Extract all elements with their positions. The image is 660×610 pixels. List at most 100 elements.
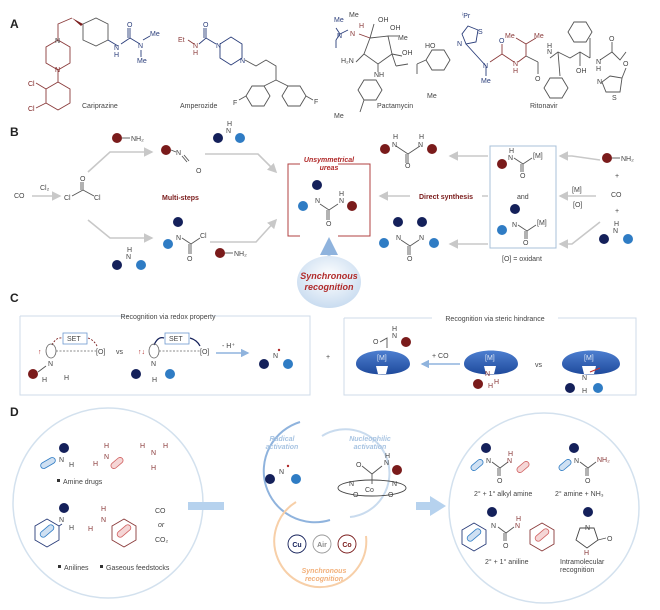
amine-drug-2 [110,457,124,469]
atom-n: N [176,235,181,242]
nh2-label: NH₂ [131,136,144,143]
reagent-ball-dark [599,234,609,244]
atom-o: O [388,492,394,499]
radical-ball-light [283,359,293,369]
atom-n: N [597,79,602,86]
atom-h2n: H₂N [341,58,354,65]
atom-h: H [547,43,552,50]
metal-label: [M] [377,355,387,362]
atom-n: N [483,63,488,70]
plus-label: + [615,173,619,180]
atom-h: H [163,443,168,450]
atom-h: H [88,526,93,533]
plus-label: + [326,354,330,361]
atom-n: N [226,128,231,135]
nh2-label: NH₂ [234,251,247,258]
carbamoyl-ball-light [163,239,173,249]
atom-n: N [59,517,64,524]
atom-me: Me [349,12,359,19]
atom-me: Me [481,78,491,85]
atom-cl: Cl [28,81,35,88]
atom-n: N [512,222,517,229]
atom-o: O [623,61,629,68]
atom-o: O [373,339,379,346]
amine-drugs-label: Amine drugs [63,479,103,486]
atom-h: H [419,134,424,141]
atom-o: O [523,240,529,247]
arrow-carbamoyl-to-urea [210,218,278,243]
steric-box [343,317,637,396]
primary-amine-ball [112,133,122,143]
drug-name-amperozide: Amperozide [180,103,217,110]
atom-n: N [48,361,53,368]
bullet-icon [100,565,103,568]
direct-synthesis-bg [410,191,482,201]
bullet-icon [58,565,61,568]
atom-o: O [535,76,541,83]
atom-s: S [612,95,617,102]
atom-n: N [457,41,462,48]
co-label: CO [155,508,166,515]
atom-h: H [596,66,601,73]
atom-o: O [187,256,193,263]
atom-n: N [508,155,513,162]
atom-o: O [326,221,332,228]
atom-n: N [491,523,496,530]
atom-ipr: ⁱPr [462,12,471,20]
vs-label: vs [535,362,543,369]
plus-label: + [615,208,619,215]
cu-cycle [287,534,307,554]
symmetric-secondary-urea [379,217,439,255]
amine-ball-dark [131,369,141,379]
atom-h: H [509,148,514,155]
lone-pair-orbital [45,343,57,359]
products-circle [448,412,640,604]
atom-n: N [596,59,601,66]
bullet-icon [57,479,60,482]
atom-h: H [42,377,47,384]
atom-n: N [55,67,60,74]
atom-ho: HO [425,43,436,50]
set-box [164,332,190,345]
symmetric-primary-urea [380,144,437,163]
atom-n: N [126,254,131,261]
arrow-center-to-right [430,496,446,516]
urea-box-left [287,163,300,237]
amine-drug-1 [40,443,69,469]
drug-name-pactamycin: Pactamycin [377,103,413,110]
atom-n: N [151,450,156,457]
amine-ball [28,369,38,379]
atom-o: O [497,478,503,485]
atom-n: N [515,523,520,530]
plus-co-label: + CO [432,353,449,360]
atom-o: O [407,256,413,263]
atom-n: N [240,58,245,65]
panel-label-b: B [10,125,19,139]
atom-h: H [152,377,157,384]
set-label: SET [67,336,81,343]
atom-n: N [613,228,618,235]
air-label: Air [317,542,327,549]
atom-me: Me [150,31,160,38]
single-electron-icon: ↑ [38,349,42,356]
reagent-ball-light [623,234,633,244]
atom-o: O [127,22,133,29]
oxidant-note: [O] = oxidant [502,256,542,263]
oxidant-label: [O] [200,349,209,356]
co2-label: CO₂ [155,537,169,544]
atom-h: H [494,379,499,386]
atom-h: H [339,191,344,198]
set-box [62,332,88,345]
atom-cl: Cl [200,233,207,240]
secondary-amine-ball-dark [213,133,223,143]
amperozide-structure [187,28,314,107]
ritonavir-structure [461,21,627,99]
atom-n: N [138,43,143,50]
cariprazine-structure [35,17,151,111]
co-metal-label: Co [342,542,351,549]
arrow-shaft [416,502,432,510]
panel-label-a: A [10,17,19,31]
